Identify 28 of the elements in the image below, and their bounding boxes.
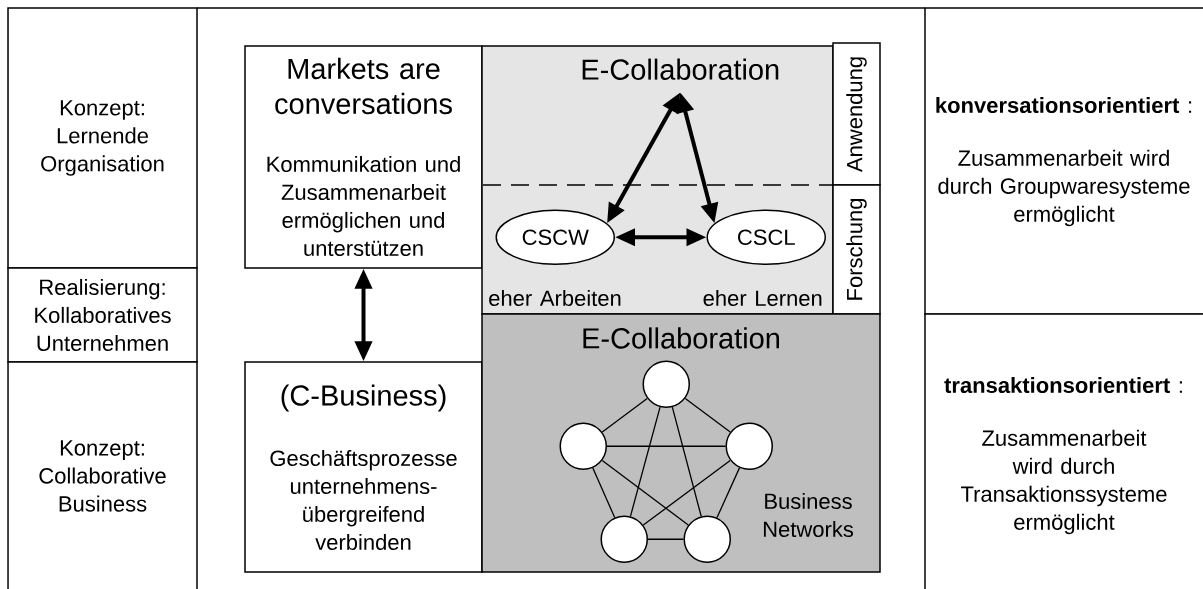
ellipse-node: CSCW <box>495 209 615 265</box>
connection-line <box>642 459 731 526</box>
circle-node <box>600 515 648 563</box>
circle-node <box>559 422 607 470</box>
connection-line <box>629 406 661 517</box>
text-cell: Realisierung: Kollaboratives Unternehmen <box>7 267 198 363</box>
circle-node <box>725 422 773 470</box>
connection-line <box>592 467 616 519</box>
caption-text: eher Arbeiten <box>489 289 621 307</box>
text-cell: transaktionsorientiert : Zusammenarbeit wird durch Transaktionssysteme ermöglicht <box>924 313 1203 589</box>
caption-text: eher Lernen <box>703 289 822 307</box>
connection-line <box>671 406 702 517</box>
connection-line <box>601 459 689 526</box>
connection-line <box>647 538 685 540</box>
side-tab: Anwendung <box>832 42 881 186</box>
text-cell: konversationsorientiert : Zusammenarbeit wird durch Groupwaresysteme ermöglicht <box>924 7 1203 315</box>
connection-line <box>684 397 731 433</box>
concept-box: (C-Business) Geschäftsprozesse unternehmens- übergreifend verbinden <box>244 361 483 573</box>
panel-title: E-Collaboration <box>582 58 779 80</box>
network-panel: E-Collaboration Business Networks <box>481 313 881 573</box>
connection-line <box>601 397 648 433</box>
connection-line <box>606 445 727 447</box>
circle-node <box>683 515 731 563</box>
connection-line <box>716 467 741 519</box>
concept-box: Markets are conversations Kommunikation und Zusammenarbeit ermöglichen und unterstützen <box>244 45 483 269</box>
side-tab: Forschung <box>832 184 881 315</box>
circle-node <box>642 360 690 408</box>
ellipse-node: CSCL <box>706 209 826 265</box>
